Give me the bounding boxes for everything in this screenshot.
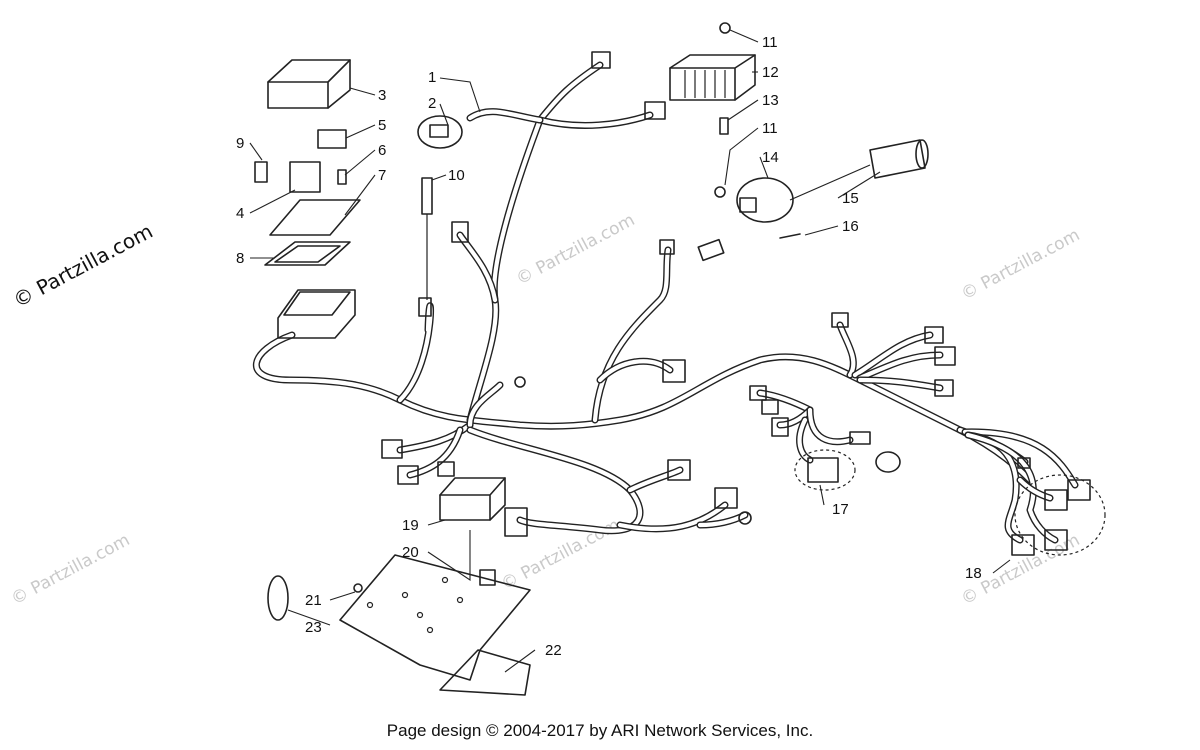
part-mini-fuse <box>337 169 347 185</box>
watermark-right: © Partzilla.com <box>958 225 1083 304</box>
part-fuse-box-cover <box>267 59 351 109</box>
callout-22: 22 <box>545 642 562 659</box>
part-grip <box>869 139 929 179</box>
part-relay <box>289 161 321 193</box>
callout-4: 4 <box>236 205 244 222</box>
part-gasket <box>264 241 351 266</box>
part-fuse-box-base <box>277 289 356 339</box>
callout-10: 10 <box>448 167 465 184</box>
part-pad <box>439 649 531 696</box>
part-nut-lower <box>714 186 726 198</box>
callout-5: 5 <box>378 117 386 134</box>
callout-numbers: 1 2 3 4 5 6 7 8 9 10 11 12 13 11 14 15 1… <box>236 34 982 659</box>
callout-11a: 11 <box>762 34 778 51</box>
part-control-module <box>439 477 506 521</box>
part-indicator-assembly <box>794 449 901 491</box>
callout-16: 16 <box>842 218 859 235</box>
part-mounting-plate <box>339 554 531 681</box>
callout-6: 6 <box>378 142 386 159</box>
part-sensor <box>418 177 433 317</box>
watermark-main: © Partzilla.com <box>9 219 157 313</box>
callout-2: 2 <box>428 95 436 112</box>
part-bolt <box>719 117 729 135</box>
part-voltage-regulator <box>669 54 756 101</box>
page-footer: Page design © 2004-2017 by ARI Network S… <box>386 721 814 740</box>
callout-8: 8 <box>236 250 244 267</box>
part-rivet <box>353 583 363 593</box>
part-bracket <box>417 115 463 149</box>
callout-7: 7 <box>378 167 386 184</box>
callout-14: 14 <box>762 149 779 166</box>
callout-12: 12 <box>762 64 779 81</box>
callout-9: 9 <box>236 135 244 152</box>
callout-11b: 11 <box>762 120 778 137</box>
part-switch-housing <box>736 164 871 223</box>
watermark-left-bottom: © Partzilla.com <box>8 530 133 609</box>
callout-19: 19 <box>402 517 419 534</box>
part-connector-group-outline <box>1014 474 1106 556</box>
part-screw <box>779 233 801 239</box>
leader-lines <box>249 29 1011 673</box>
callout-18: 18 <box>965 565 982 582</box>
callout-15: 15 <box>842 190 859 207</box>
harness-wires <box>253 61 1079 544</box>
callout-3: 3 <box>378 87 386 104</box>
watermark-center: © Partzilla.com <box>513 210 638 289</box>
harness-connectors <box>381 51 1091 556</box>
part-fuse <box>254 161 268 183</box>
part-clamp <box>267 575 289 621</box>
callout-21: 21 <box>305 592 322 609</box>
part-fuse-label <box>269 199 361 236</box>
callout-1: 1 <box>428 69 436 86</box>
callout-13: 13 <box>762 92 779 109</box>
callout-20: 20 <box>402 544 419 561</box>
part-relay-small <box>317 129 347 149</box>
part-nut <box>719 22 731 34</box>
callout-17: 17 <box>832 501 849 518</box>
callout-23: 23 <box>305 619 322 636</box>
